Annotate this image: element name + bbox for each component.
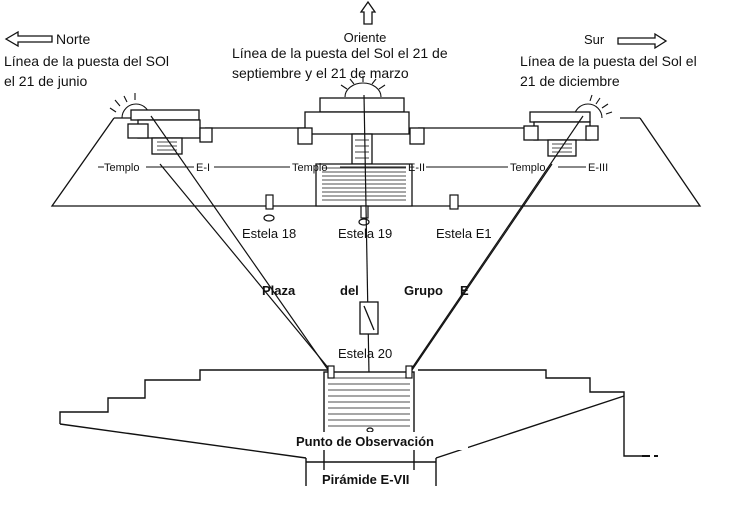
stela-19-label: Estela 19 [338,226,392,241]
east-desc-line2: septiembre y el 21 de marzo [232,65,409,81]
east-desc-line1: Línea de la puesta del Sol el 21 de [232,45,448,61]
observation-point-marker [366,427,374,433]
sun-center-icon [340,76,386,98]
pyramid-label-bg [318,470,422,488]
temple-e3-code: E-III [588,162,608,174]
temple-e1-name: Templo [104,162,139,174]
plaza-side-lines [159,163,553,371]
stela-20-label: Estela 20 [338,346,392,361]
pyramid-e7-drawing [59,369,642,486]
temple-e2-stairs [322,167,406,201]
stela-e1-marker [449,194,459,210]
observation-point-label: Punto de Observación [296,434,434,449]
temple-e1-code: E-I [196,162,210,174]
south-label: Sur [584,32,605,47]
stela-19-marker [358,205,370,226]
plaza-word-4: E [460,283,469,298]
pyramid-stairs [328,377,410,427]
plaza-word-2: del [340,283,359,298]
plaza-word-1: Plaza [262,283,296,298]
south-arrow-icon [617,32,668,50]
observation-label-bg [292,432,468,450]
pyramid-posts [327,365,413,379]
pyramid-label: Pirámide E-VII [322,472,409,487]
south-desc-line2: 21 de diciembre [520,73,620,89]
north-desc-line1: Línea de la puesta del SOl [4,53,169,69]
north-label: Norte [56,31,90,47]
plaza-word-3: Grupo [404,283,443,298]
temple-e2-name: Templo [292,162,327,174]
stela-e1-label: Estela E1 [436,226,492,241]
south-desc-line1: Línea de la puesta del Sol el [520,53,697,69]
temple-e3-name: Templo [510,162,545,174]
stela-18-marker [263,194,275,222]
temple-e1-drawing [127,109,213,155]
temple-e2-drawing [297,97,425,207]
stela-18-label: Estela 18 [242,226,296,241]
north-arrow-icon [4,30,53,48]
north-desc-line2: el 21 de junio [4,73,88,89]
east-label: Oriente [344,30,387,45]
temple-e2-code: E-II [408,162,425,174]
east-arrow-icon [359,0,377,25]
stela-20-marker [359,301,379,335]
